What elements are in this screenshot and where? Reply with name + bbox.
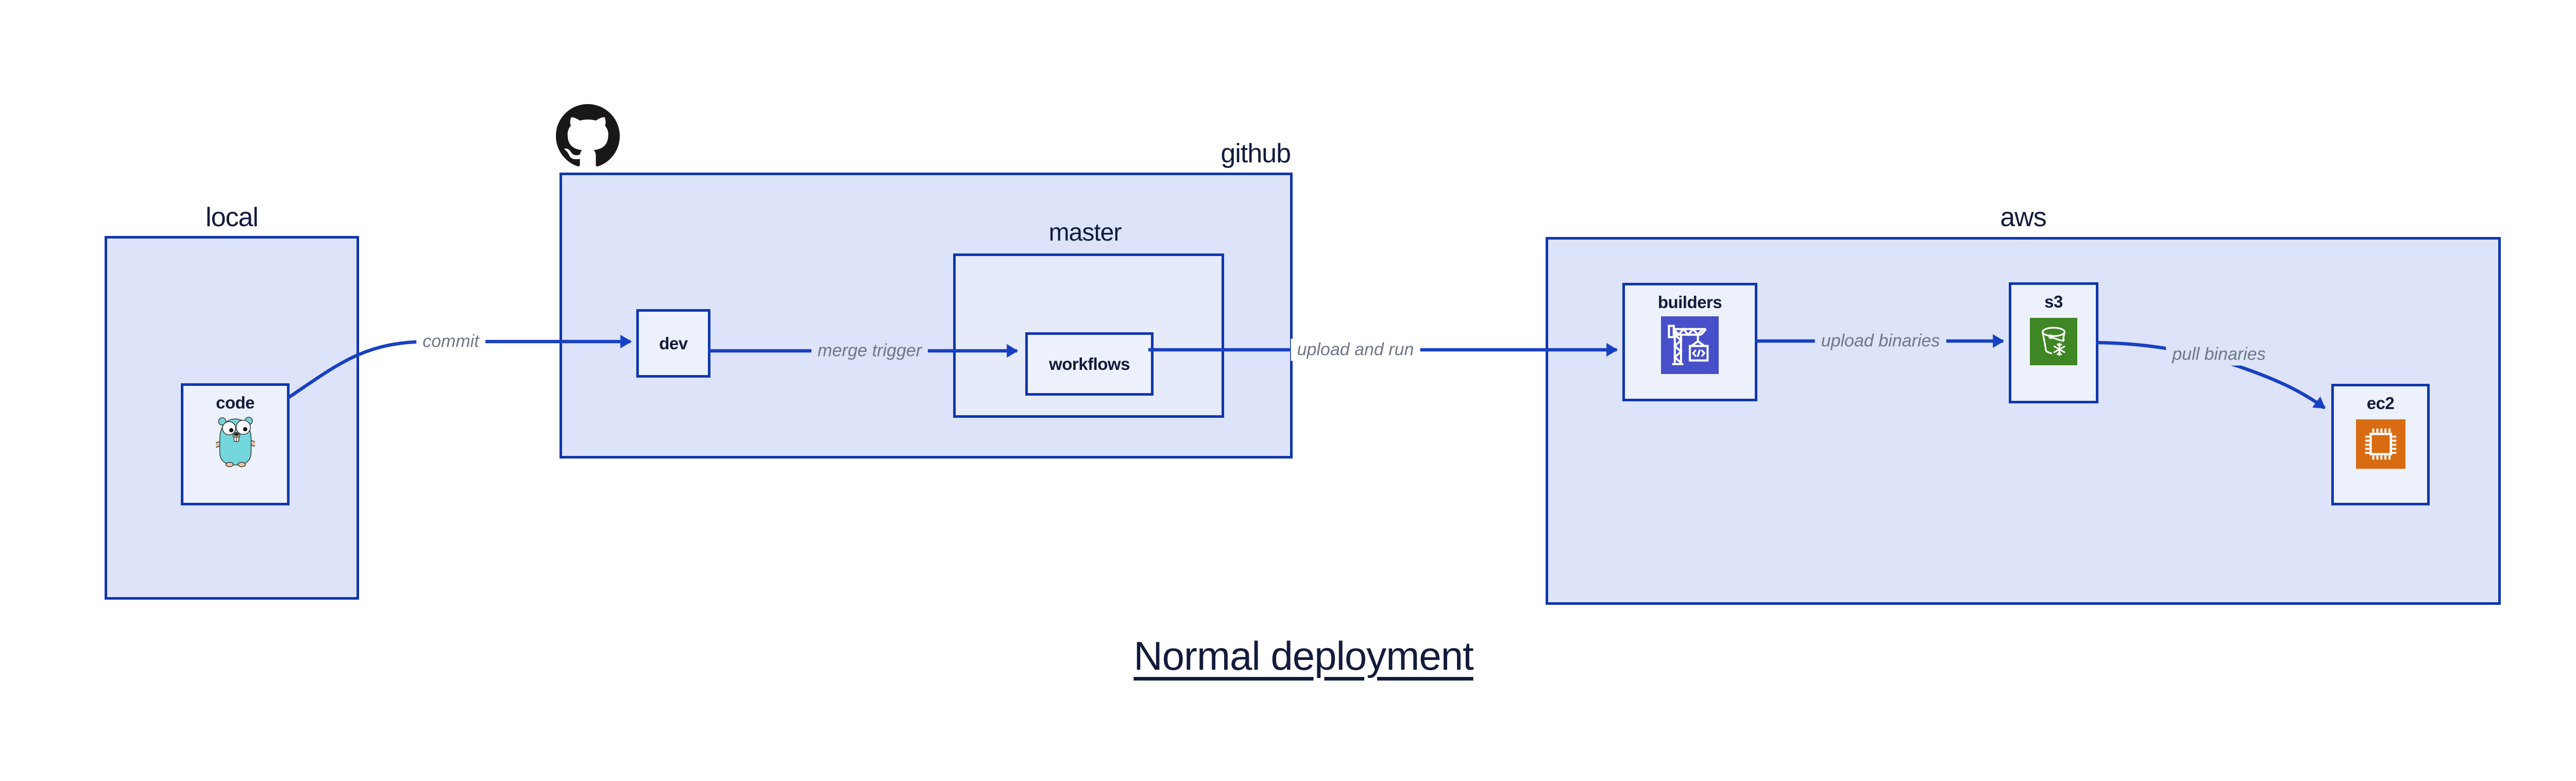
node-workflows-label: workflows <box>1049 354 1130 373</box>
node-dev: dev <box>636 309 710 378</box>
node-ec2-label: ec2 <box>2366 394 2395 413</box>
edge-label-commit: commit <box>416 330 485 353</box>
node-builders: builders <box>1622 283 1757 401</box>
edge-label-upload-binaries: upload binaries <box>1815 330 1946 352</box>
edge-label-merge-trigger: merge trigger <box>811 339 928 362</box>
node-s3: s3 <box>2009 282 2098 403</box>
s3-bucket-snowflake-icon <box>2030 318 2077 365</box>
node-code-label: code <box>215 393 255 412</box>
ec2-chip-icon <box>2355 419 2405 469</box>
edge-label-upload-and-run: upload and run <box>1291 338 1420 361</box>
group-local: code <box>105 236 359 600</box>
go-gopher-icon <box>215 417 255 467</box>
group-label-local: local <box>206 202 259 232</box>
codebuild-crane-icon <box>1661 316 1719 374</box>
group-label-github: github <box>1221 139 1291 168</box>
edge-label-pull-binaries: pull binaries <box>2166 343 2272 366</box>
node-workflows: workflows <box>1025 332 1154 396</box>
node-ec2: ec2 <box>2331 384 2430 505</box>
group-master: workflows <box>953 253 1224 418</box>
group-label-master: master <box>1048 219 1122 246</box>
node-builders-label: builders <box>1657 293 1722 312</box>
github-octocat-icon <box>556 104 620 166</box>
diagram-title: Normal deployment <box>1133 633 1473 678</box>
group-github: dev workflows <box>560 173 1293 459</box>
node-code: code <box>181 383 290 505</box>
node-dev-label: dev <box>659 333 688 353</box>
group-aws: builders <box>1546 237 2501 605</box>
group-label-aws: aws <box>2000 202 2046 232</box>
node-s3-label: s3 <box>2044 292 2063 311</box>
